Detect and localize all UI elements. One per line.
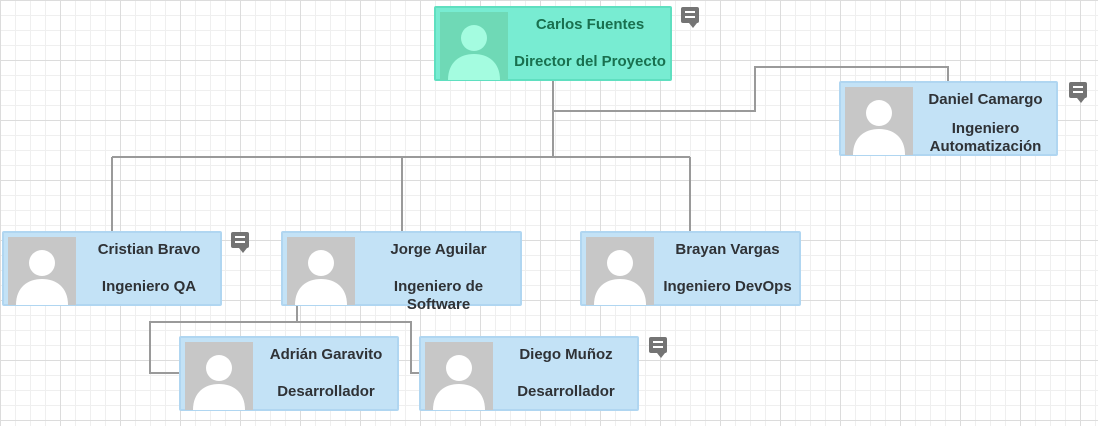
comment-icon[interactable] [649,337,667,358]
node-dev2[interactable]: Diego Muñoz Desarrollador [419,336,639,411]
comment-icon[interactable] [1069,82,1087,103]
node-role: Ingeniero QA [101,278,197,295]
person-icon [586,237,654,305]
person-icon [287,237,355,305]
node-automation[interactable]: Daniel Camargo Ingeniero Automatización [839,81,1058,156]
node-role: Ingeniero Automatización [929,120,1042,155]
node-role: Ingeniero de Software [393,278,484,313]
node-name: Daniel Camargo [928,91,1043,108]
node-role: Desarrollador [277,383,375,400]
node-role: Director del Proyecto [514,53,666,70]
node-director[interactable]: Carlos Fuentes Director del Proyecto [434,6,672,81]
node-role: Ingeniero DevOps [663,278,792,295]
comment-icon[interactable] [681,7,699,28]
node-software[interactable]: Jorge Aguilar Ingeniero de Software [281,231,522,313]
person-icon [425,342,493,410]
comment-icon[interactable] [231,232,249,253]
person-icon [845,87,913,155]
person-icon [185,342,253,410]
node-name: Brayan Vargas [675,241,780,258]
node-devops[interactable]: Brayan Vargas Ingeniero DevOps [580,231,801,306]
node-dev1[interactable]: Adrián Garavito Desarrollador [179,336,399,411]
node-name: Diego Muñoz [519,346,613,363]
node-name: Carlos Fuentes [535,16,645,33]
node-qa[interactable]: Cristian Bravo Ingeniero QA [2,231,222,306]
person-icon [8,237,76,305]
person-icon [440,12,508,80]
node-name: Jorge Aguilar [390,241,487,258]
node-role: Desarrollador [517,383,615,400]
node-name: Cristian Bravo [97,241,201,258]
node-name: Adrián Garavito [269,346,383,363]
